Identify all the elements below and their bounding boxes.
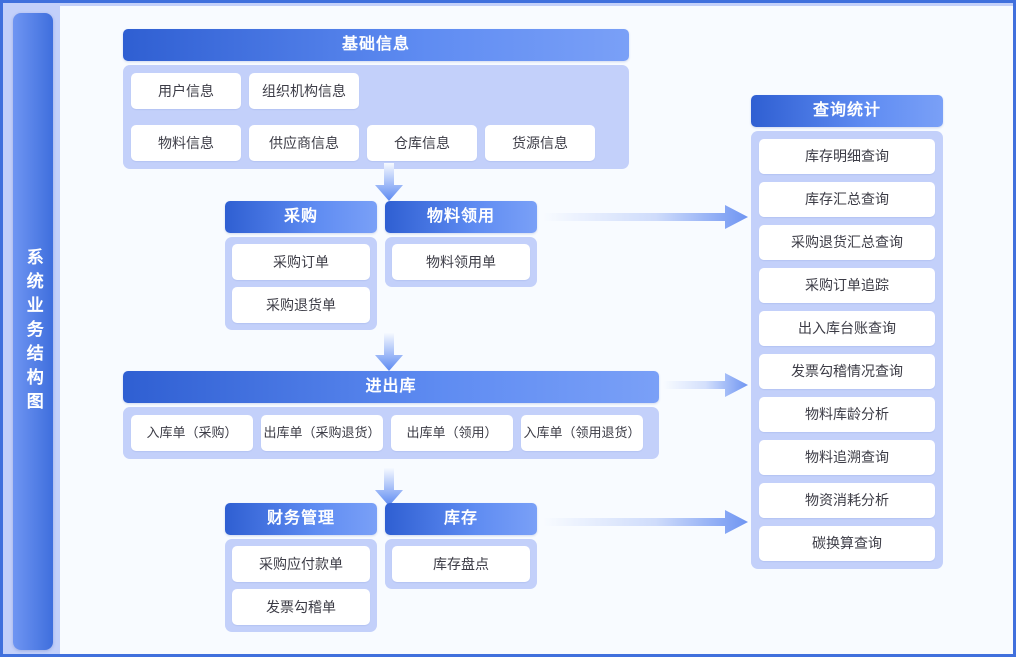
list-item[interactable]: 出入库台账查询 <box>759 311 935 346</box>
arrow-basic-to-purchase-icon <box>374 163 404 201</box>
card-in-out-storage-title: 进出库 <box>123 371 659 403</box>
card-in-out-storage: 进出库 入库单（采购） 出库单（采购退货） 出库单（领用） 入库单（领用退货） <box>123 371 659 459</box>
arrow-finance-to-query-icon <box>543 509 748 535</box>
card-inventory-title: 库存 <box>385 503 537 535</box>
card-query-statistics-items: 库存明细查询 库存汇总查询 采购退货汇总查询 采购订单追踪 出入库台账查询 发票… <box>751 131 943 569</box>
list-item[interactable]: 采购退货单 <box>232 287 370 323</box>
arrow-inout-to-query-icon <box>663 372 748 398</box>
card-material-requisition: 物料领用 物料领用单 <box>385 201 537 287</box>
list-item[interactable]: 物料信息 <box>131 125 241 161</box>
card-material-requisition-items: 物料领用单 <box>385 237 537 287</box>
list-item[interactable]: 发票勾稽情况查询 <box>759 354 935 389</box>
list-item[interactable]: 碳换算查询 <box>759 526 935 561</box>
list-item[interactable]: 货源信息 <box>485 125 595 161</box>
card-inventory: 库存 库存盘点 <box>385 503 537 589</box>
card-inventory-items: 库存盘点 <box>385 539 537 589</box>
card-purchase-items: 采购订单 采购退货单 <box>225 237 377 330</box>
vertical-title-text: 系统业务结构图 <box>23 247 43 416</box>
list-item[interactable]: 采购退货汇总查询 <box>759 225 935 260</box>
list-item[interactable]: 发票勾稽单 <box>232 589 370 625</box>
card-basic-info-title: 基础信息 <box>123 29 629 61</box>
card-query-statistics: 查询统计 库存明细查询 库存汇总查询 采购退货汇总查询 采购订单追踪 出入库台账… <box>751 95 943 569</box>
list-item[interactable]: 物资消耗分析 <box>759 483 935 518</box>
list-item[interactable]: 采购订单追踪 <box>759 268 935 303</box>
list-item[interactable]: 组织机构信息 <box>249 73 359 109</box>
card-basic-info-items: 用户信息 组织机构信息 物料信息 供应商信息 仓库信息 货源信息 <box>123 65 629 169</box>
arrow-purchase-to-query-icon <box>543 204 748 230</box>
card-purchase: 采购 采购订单 采购退货单 <box>225 201 377 330</box>
list-item[interactable]: 供应商信息 <box>249 125 359 161</box>
list-item[interactable]: 入库单（领用退货） <box>521 415 643 451</box>
list-item[interactable]: 物料追溯查询 <box>759 440 935 475</box>
list-item[interactable]: 采购应付款单 <box>232 546 370 582</box>
card-finance-management-title: 财务管理 <box>225 503 377 535</box>
list-item[interactable]: 用户信息 <box>131 73 241 109</box>
card-query-statistics-title: 查询统计 <box>751 95 943 127</box>
vertical-title-bar: 系统业务结构图 <box>13 13 53 650</box>
list-item[interactable]: 物料库龄分析 <box>759 397 935 432</box>
card-basic-info: 基础信息 用户信息 组织机构信息 物料信息 供应商信息 仓库信息 货源信息 <box>123 29 629 169</box>
arrow-inout-to-finance-icon <box>374 468 404 506</box>
card-finance-management-items: 采购应付款单 发票勾稽单 <box>225 539 377 632</box>
list-item[interactable]: 采购订单 <box>232 244 370 280</box>
list-item[interactable]: 物料领用单 <box>392 244 530 280</box>
card-in-out-storage-items: 入库单（采购） 出库单（采购退货） 出库单（领用） 入库单（领用退货） <box>123 407 659 459</box>
list-item[interactable]: 入库单（采购） <box>131 415 253 451</box>
list-item[interactable]: 仓库信息 <box>367 125 477 161</box>
list-item[interactable]: 库存明细查询 <box>759 139 935 174</box>
card-purchase-title: 采购 <box>225 201 377 233</box>
list-item[interactable]: 库存汇总查询 <box>759 182 935 217</box>
card-finance-management: 财务管理 采购应付款单 发票勾稽单 <box>225 503 377 632</box>
card-material-requisition-title: 物料领用 <box>385 201 537 233</box>
list-item[interactable]: 出库单（采购退货） <box>261 415 383 451</box>
arrow-purchase-to-inout-icon <box>374 333 404 371</box>
list-item[interactable]: 出库单（领用） <box>391 415 513 451</box>
list-item[interactable]: 库存盘点 <box>392 546 530 582</box>
